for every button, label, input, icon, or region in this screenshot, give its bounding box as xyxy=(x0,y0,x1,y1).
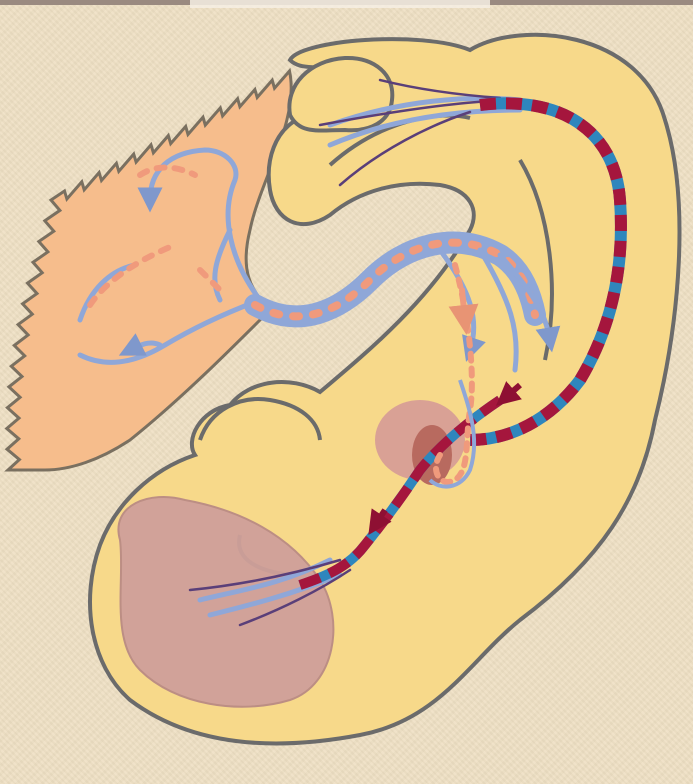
title-smudge xyxy=(190,0,490,8)
